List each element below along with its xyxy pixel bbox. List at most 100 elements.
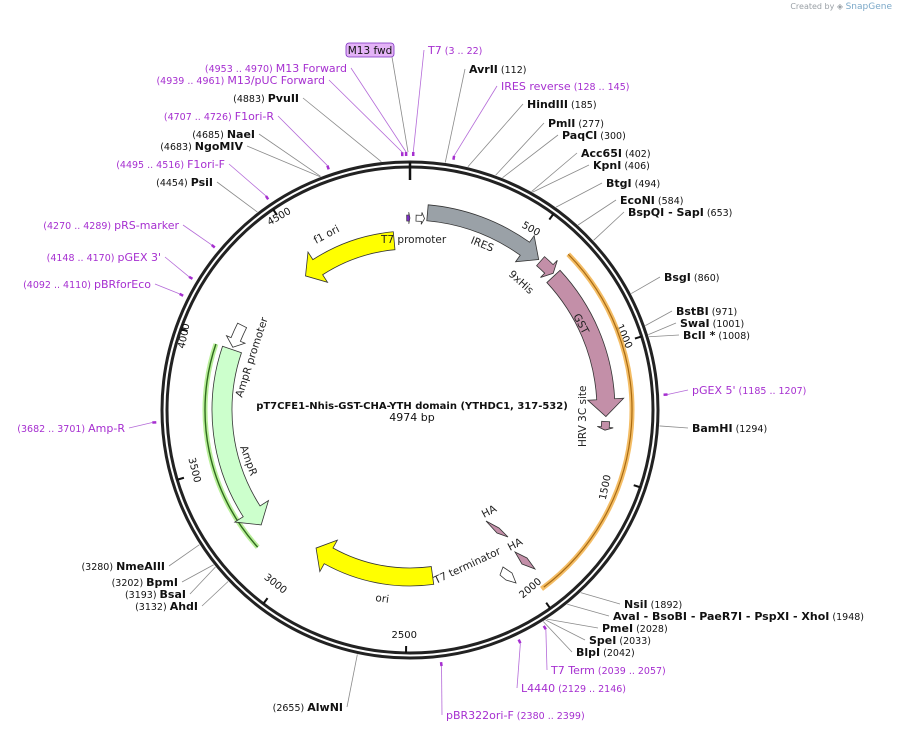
primer-label[interactable]: pBR322ori-F (2380 .. 2399) bbox=[446, 709, 585, 722]
site-labels: AvrII (112) HindIII (185) PmlI (277)PaqCI … bbox=[17, 44, 864, 722]
label-f1-ori: f1 ori bbox=[312, 223, 342, 246]
primer-label[interactable]: (4148 .. 4170) pGEX 3' bbox=[47, 251, 161, 264]
primer-label[interactable]: (4939 .. 4961) M13/pUC Forward bbox=[156, 74, 325, 87]
primer-mark bbox=[264, 195, 270, 200]
primer-label[interactable]: (4707 .. 4726) F1ori-R bbox=[164, 110, 274, 123]
site-label[interactable]: HindIII (185) bbox=[527, 98, 597, 111]
primer-label[interactable]: T7 Term (2039 .. 2057) bbox=[550, 664, 666, 677]
leader-line bbox=[580, 592, 621, 605]
tick-label: 2500 bbox=[392, 630, 417, 641]
site-label[interactable]: (4685) NaeI bbox=[192, 128, 255, 141]
tick-mark bbox=[548, 213, 555, 221]
leader-line bbox=[648, 322, 677, 335]
leader-line bbox=[467, 103, 524, 168]
primer-label[interactable]: pGEX 5' (1185 .. 1207) bbox=[692, 384, 806, 397]
site-label[interactable]: BspQI - SapI (653) bbox=[628, 206, 732, 219]
label-hrv-3c-site: HRV 3C site bbox=[577, 386, 589, 447]
site-label[interactable]: (4883) PvuII bbox=[233, 92, 299, 105]
primer-label[interactable]: (3682 .. 3701) Amp-R bbox=[17, 422, 125, 435]
snapgene-credit: Created by ◈ SnapGene bbox=[790, 2, 892, 12]
site-label[interactable]: BstBI (971) bbox=[676, 305, 737, 318]
site-label[interactable]: (3280) NmeAIII bbox=[81, 560, 165, 573]
plasmid-name: pT7CFE1-Nhis-GST-CHA-YTH domain (YTHDC1,… bbox=[256, 401, 568, 412]
primer-label[interactable]: (4092 .. 4110) pBRforEco bbox=[23, 278, 151, 291]
site-label[interactable]: (4454) PsiI bbox=[156, 176, 213, 189]
snapgene-logo-icon: ◈ bbox=[836, 2, 844, 11]
leader-line bbox=[346, 654, 358, 708]
feature-9xhis[interactable] bbox=[536, 256, 558, 278]
leader-line bbox=[302, 97, 382, 162]
leader-line bbox=[391, 56, 409, 153]
credit-prefix: Created by bbox=[790, 2, 835, 11]
feature-t7-terminator[interactable] bbox=[499, 566, 517, 584]
site-label[interactable]: (3132) AhdI bbox=[135, 600, 198, 613]
leader-line bbox=[648, 334, 680, 338]
feature-ha-1[interactable] bbox=[485, 520, 509, 538]
primer-label[interactable]: (4953 .. 4970) M13 Forward bbox=[205, 62, 347, 75]
m13-fwd-badge[interactable] bbox=[345, 42, 395, 58]
primer-label[interactable]: IRES reverse (128 .. 145) bbox=[501, 80, 629, 93]
leader-line bbox=[645, 310, 673, 326]
site-label[interactable]: (2655) AlwNI bbox=[273, 701, 343, 714]
tick-mark bbox=[262, 597, 269, 605]
site-label[interactable]: NsiI (1892) bbox=[624, 598, 682, 611]
leader-line bbox=[328, 79, 403, 153]
leader-line bbox=[659, 425, 689, 429]
feature-ori[interactable] bbox=[315, 539, 435, 587]
site-label[interactable]: BamHI (1294) bbox=[692, 422, 767, 435]
primer-label[interactable]: (4270 .. 4289) pRS-marker bbox=[43, 219, 179, 232]
site-label[interactable]: AvrII (112) bbox=[469, 63, 526, 76]
feature-hrv-3c-site[interactable] bbox=[597, 420, 614, 431]
site-label[interactable]: (4683) NgoMIV bbox=[160, 140, 243, 153]
label-ori: ori bbox=[375, 592, 390, 606]
gst-orf-line bbox=[543, 253, 633, 588]
site-label[interactable]: SwaI (1001) bbox=[680, 317, 744, 330]
site-label[interactable]: (3202) BpmI bbox=[112, 576, 178, 589]
site-label[interactable]: KpnI (406) bbox=[593, 159, 650, 172]
m13-fwd-label: M13 fwd bbox=[348, 45, 393, 57]
site-label[interactable]: BclI * (1008) bbox=[683, 329, 750, 342]
site-label[interactable]: PmlI (277) bbox=[548, 117, 604, 130]
feature-gst[interactable] bbox=[546, 269, 625, 418]
leader-line bbox=[128, 422, 153, 429]
leader-line bbox=[532, 164, 590, 193]
feature-f1-ori[interactable] bbox=[305, 231, 396, 284]
feature-t7-promoter[interactable] bbox=[415, 212, 425, 225]
tick-label: 3500 bbox=[186, 457, 203, 484]
primer-label[interactable]: L4440 (2129 .. 2146) bbox=[521, 682, 626, 695]
site-label[interactable]: Acc65I (402) bbox=[581, 147, 651, 160]
feature-ampr[interactable] bbox=[211, 345, 270, 526]
leader-line bbox=[631, 276, 661, 294]
primer-label[interactable]: (4495 .. 4516) F1ori-F bbox=[116, 158, 225, 171]
site-label[interactable]: BlpI (2042) bbox=[576, 646, 635, 659]
feature-ampr-promoter[interactable] bbox=[225, 322, 248, 348]
primer-mark bbox=[210, 243, 216, 249]
feature-ires[interactable] bbox=[426, 204, 540, 263]
site-label[interactable]: BsgI (860) bbox=[664, 271, 719, 284]
tick-label: 1500 bbox=[598, 474, 614, 501]
site-label[interactable]: (3193) BsaI bbox=[125, 588, 186, 601]
leader-line bbox=[182, 224, 212, 246]
leader-line bbox=[216, 181, 258, 213]
site-label[interactable]: SpeI (2033) bbox=[589, 634, 651, 647]
label-ha-1: HA bbox=[480, 503, 500, 521]
leader-line bbox=[593, 211, 625, 241]
feature-ha-2[interactable] bbox=[513, 551, 537, 570]
tick-mark bbox=[180, 327, 188, 333]
site-label[interactable]: PaqCI (300) bbox=[562, 129, 626, 142]
ampr-orf-line bbox=[204, 343, 259, 548]
site-label[interactable]: BtgI (494) bbox=[606, 177, 660, 190]
leader-line bbox=[502, 134, 559, 179]
leader-line bbox=[350, 67, 407, 153]
plasmid-size: 4974 bp bbox=[389, 411, 434, 424]
feature-t7-promoter-mark bbox=[406, 211, 411, 225]
leader-line bbox=[189, 566, 216, 595]
leader-line bbox=[495, 122, 545, 176]
site-label[interactable]: PmeI (2028) bbox=[602, 622, 668, 635]
primer-label[interactable]: T7 (3 .. 22) bbox=[427, 44, 482, 57]
site-label[interactable]: AvaI - BsoBI - PaeR7I - PspXI - XhoI (19… bbox=[613, 610, 864, 623]
site-label[interactable]: EcoNI (584) bbox=[620, 194, 683, 207]
label-t7-promoter: T7 promoter bbox=[380, 234, 447, 246]
tick-mark bbox=[545, 602, 552, 610]
